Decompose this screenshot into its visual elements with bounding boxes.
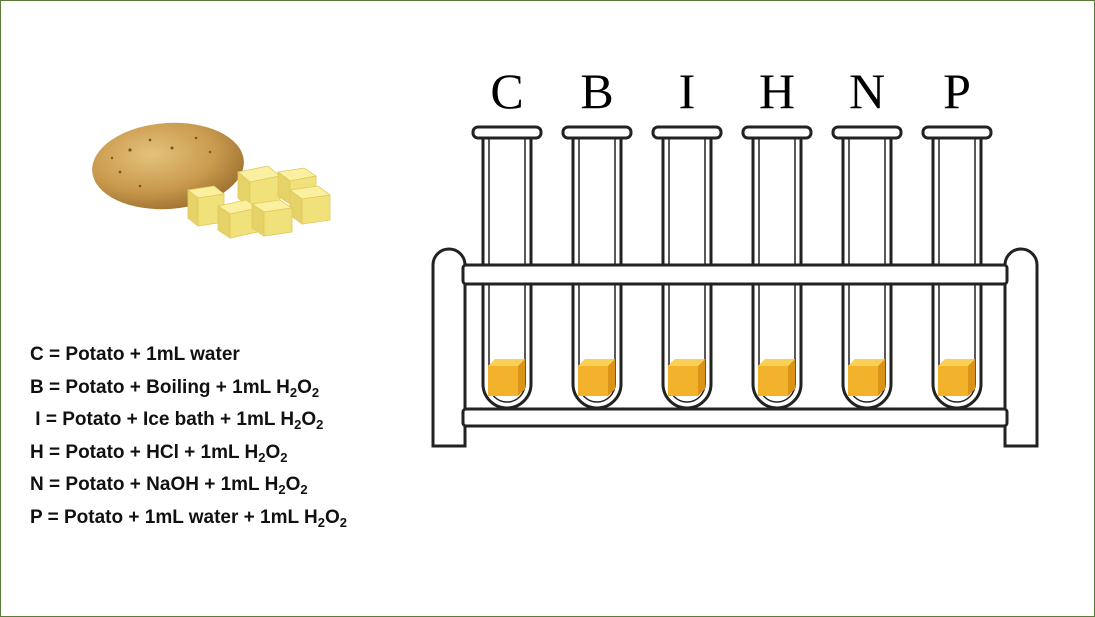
rack-left-post [431,247,467,448]
rack-right-post [1003,247,1039,448]
tube-label-b: B [580,63,613,119]
legend-line-p: P = Potato + 1mL water + 1mL H2O2 [30,506,348,530]
tube-label-p: P [943,63,971,119]
legend-line-b: B = Potato + Boiling + 1mL H2O2 [30,376,320,400]
test-tube-h [741,125,813,410]
legend-line-i: I = Potato + Ice bath + 1mL H2O2 [30,409,324,433]
potato-cube-b [578,359,615,396]
tube-label-i: I [679,63,696,119]
potato-cube-h [758,359,795,396]
potato-cube-c [488,359,525,396]
legend-line-n: N = Potato + NaOH + 1mL H2O2 [30,474,308,498]
legend-line-c: C = Potato + 1mL water [30,344,240,365]
legend: C = Potato + 1mL water B = Potato + Boil… [30,339,347,535]
tube-label-h: H [759,63,795,119]
potato-cube-n [848,359,885,396]
potato-cube-p [938,359,975,396]
potato-icon [92,122,332,239]
rack [431,247,1039,448]
rack-top-bar [461,263,1009,286]
tube-label-n: N [849,63,885,119]
potato-cubes-icon [187,165,332,239]
legend-line-h: H = Potato + HCl + 1mL H2O2 [30,441,288,465]
potato-cube-i [668,359,705,396]
tube-label-c: C [490,63,523,119]
rack-bottom-bar [461,407,1009,428]
